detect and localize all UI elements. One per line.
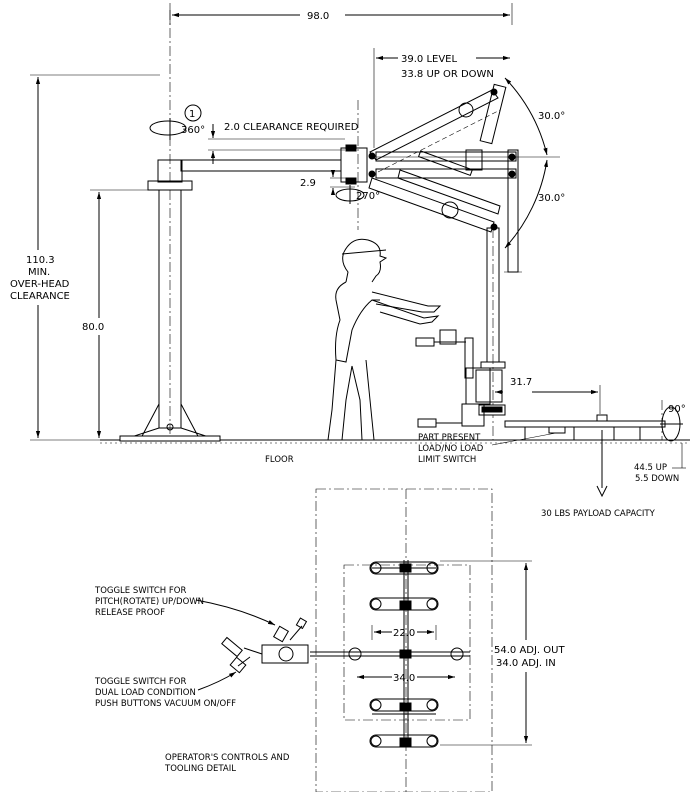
vertical-up-label: 44.5 UP: [634, 463, 667, 473]
plan-vacuum-cups: [348, 561, 464, 748]
reach-dimension: [169, 3, 513, 25]
tool-inner-dimension: [371, 625, 437, 640]
toggle1-line2: PITCH(ROTATE) UP/DOWN: [95, 597, 204, 607]
plan-tool-bars: [310, 560, 470, 747]
toggle2-leader: [197, 671, 237, 691]
toggle2-line3: PUSH BUTTONS VACUUM ON/OFF: [95, 699, 236, 709]
operator-controls-plan: [221, 617, 309, 674]
tool-arm-label: 31.7: [510, 377, 532, 388]
floor-label: FLOOR: [265, 455, 294, 465]
payload-label: 30 LBS PAYLOAD CAPACITY: [541, 509, 656, 519]
arm-lower-position: [368, 150, 501, 233]
updown-reach-label: 33.8 UP OR DOWN: [401, 69, 494, 80]
overhead-dimension: [30, 74, 160, 441]
clearance-dimension: [208, 124, 345, 164]
part-present-line1: PART PRESENT: [418, 433, 481, 443]
part-present-line2: LOAD/NO LOAD: [418, 444, 484, 454]
overhead-label-2: CLEARANCE: [10, 291, 70, 302]
toggle2-line2: DUAL LOAD CONDITION: [95, 688, 196, 698]
detail-title-line1: OPERATOR'S CONTROLS AND: [165, 753, 290, 763]
vertical-down-label: 5.5 DOWN: [635, 474, 679, 484]
joint-rotation-label: 270°: [356, 191, 380, 202]
overhead-label-1: OVER-HEAD: [10, 279, 70, 290]
reach-label: 98.0: [307, 11, 329, 22]
tool-rotation-symbol: [660, 406, 683, 442]
arm-level-position: [375, 149, 522, 273]
angle-arcs: [376, 77, 560, 249]
overhead-min: MIN.: [28, 267, 50, 278]
detail-title-line2: TOOLING DETAIL: [164, 764, 236, 774]
level-reach-label: 39.0 LEVEL: [401, 54, 457, 65]
offset-label: 2.9: [300, 178, 316, 189]
tool-length-dimension: [440, 560, 532, 746]
vertical-travel-dimension: [672, 443, 686, 469]
offset-dimension: [330, 170, 355, 195]
payload-arrow: [596, 430, 608, 498]
column-rotation-symbol: [149, 118, 187, 140]
tool-rotation-label: 90°: [668, 404, 686, 415]
column: [119, 10, 221, 442]
overhead-value: 110.3: [26, 255, 55, 266]
toggle1-leader: [195, 599, 276, 626]
column-height-dimension: [90, 189, 150, 438]
part-present-line3: LIMIT SWITCH: [418, 455, 476, 465]
svg-text:1: 1: [189, 109, 195, 120]
operator-figure: [327, 238, 442, 441]
limit-switch-leader: [491, 432, 557, 446]
clearance-label: 2.0 CLEARANCE REQUIRED: [224, 122, 359, 133]
toggle1-line3: RELEASE PROOF: [95, 608, 165, 618]
tool-arm-dimension: [495, 385, 601, 414]
tool-inner-label: 22.0: [393, 628, 415, 639]
tool-outer-label: 34.0: [393, 673, 415, 684]
tool-length-in-label: 34.0 ADJ. IN: [496, 658, 556, 669]
operator-handle: [415, 329, 474, 379]
joint-rotation-symbol: [335, 185, 365, 204]
horizontal-arm: [180, 100, 376, 230]
tool-arm: [504, 400, 666, 441]
toggle2-line1: TOGGLE SWITCH FOR: [94, 677, 186, 687]
balloon-1: 1: [184, 104, 202, 122]
angle-down-label: 30.0°: [538, 193, 565, 204]
arm-upper-position: [369, 83, 507, 173]
angle-up-label: 30.0°: [538, 111, 565, 122]
tool-length-out-label: 54.0 ADJ. OUT: [494, 645, 565, 656]
column-height-label: 80.0: [82, 322, 104, 333]
toggle1-line1: TOGGLE SWITCH FOR: [94, 586, 186, 596]
column-rotation-label: 360°: [181, 125, 205, 136]
tool-head: [417, 367, 506, 428]
level-reach-dimension: [373, 48, 510, 148]
